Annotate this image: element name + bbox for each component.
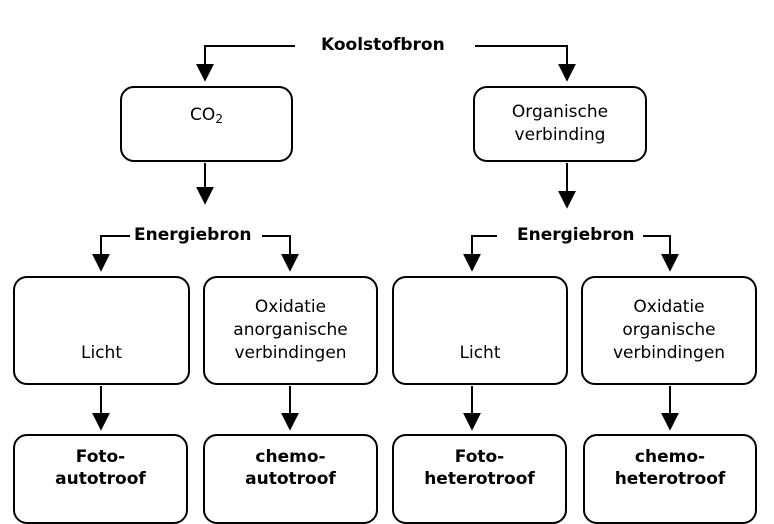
organische-line2: verbinding <box>514 125 606 145</box>
oxidatie-anorganisch-line1: Oxidatie <box>254 297 327 317</box>
licht-box-left: Licht <box>13 276 190 385</box>
organische-verbinding-box: Organische verbinding <box>473 86 647 162</box>
energiebron-heading-right: Energiebron <box>513 225 639 245</box>
arrow-to-licht-right <box>463 235 497 272</box>
foto-heterotroof-line2: heterotroof <box>424 469 535 489</box>
arrow-to-co2 <box>196 45 295 82</box>
foto-heterotroof-line1: Foto- <box>454 447 505 467</box>
arrow-to-oxidatie-organisch <box>643 235 679 272</box>
energiebron-heading-left: Energiebron <box>130 225 256 245</box>
chemo-autotroof-box: chemo- autotroof <box>203 434 378 524</box>
oxidatie-anorganisch-line3: verbindingen <box>234 343 347 363</box>
flow-connectors <box>92 45 679 431</box>
licht-box-right: Licht <box>392 276 568 385</box>
foto-autotroof-line2: autotroof <box>55 469 146 489</box>
oxidatie-organisch-box: Oxidatie organische verbindingen <box>581 276 757 385</box>
foto-heterotroof-box: Foto- heterotroof <box>392 434 567 524</box>
organische-line1: Organische <box>511 102 609 122</box>
oxidatie-organisch-line2: organische <box>622 320 716 340</box>
licht-label-right: Licht <box>459 343 501 363</box>
oxidatie-organisch-line3: verbindingen <box>612 343 726 363</box>
chemo-heterotroof-line2: heterotroof <box>614 469 726 489</box>
oxidatie-anorganisch-box: Oxidatie anorganische verbindingen <box>203 276 378 385</box>
chemo-autotroof-line2: autotroof <box>245 469 336 489</box>
foto-autotroof-box: Foto- autotroof <box>13 434 188 524</box>
co2-box: CO2 <box>120 86 293 162</box>
foto-autotroof-line1: Foto- <box>75 447 126 467</box>
chemo-heterotroof-box: chemo- heterotroof <box>583 434 757 524</box>
koolstofbron-heading: Koolstofbron <box>317 35 449 55</box>
co2-label: CO2 <box>190 105 223 126</box>
arrow-to-oxidatie-anorganisch <box>262 235 299 272</box>
chemo-autotroof-line1: chemo- <box>255 447 326 467</box>
arrow-to-licht-left <box>92 235 132 272</box>
chemo-heterotroof-line1: chemo- <box>634 447 706 467</box>
oxidatie-anorganisch-line2: anorganische <box>233 320 348 340</box>
oxidatie-organisch-line1: Oxidatie <box>633 297 705 317</box>
licht-label-left: Licht <box>81 343 122 363</box>
arrow-to-organische <box>475 45 576 82</box>
